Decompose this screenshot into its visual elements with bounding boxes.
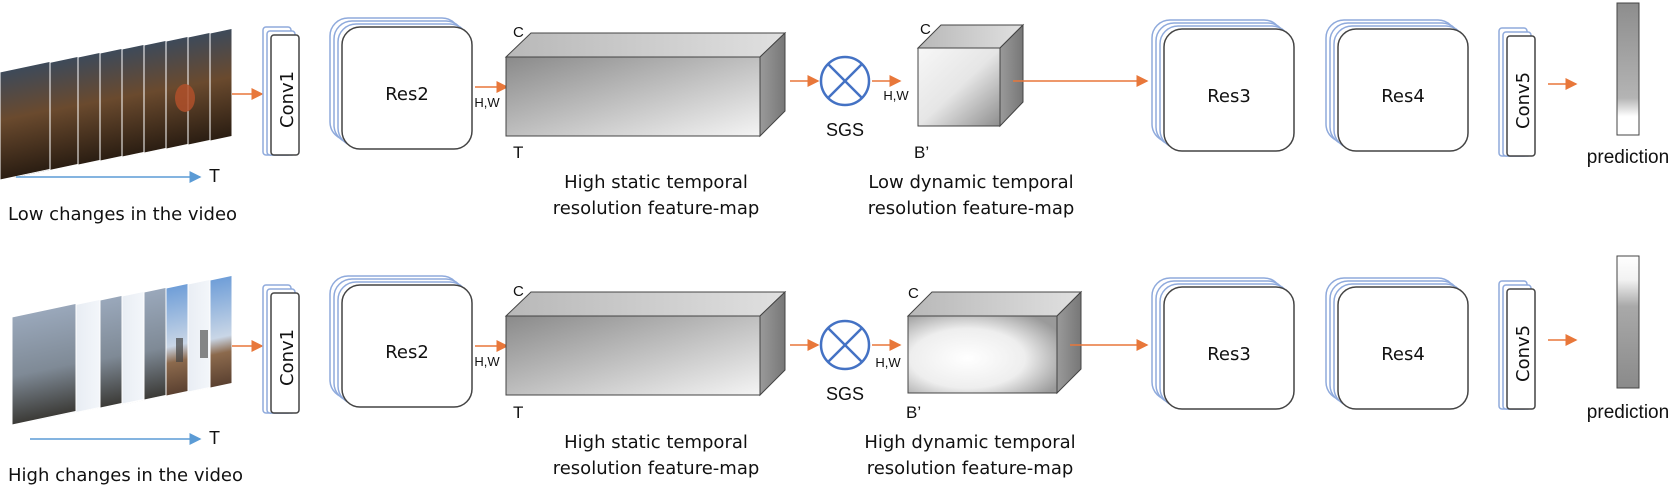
- hw-label: H,W: [474, 95, 500, 110]
- b-label: B’: [914, 143, 929, 162]
- dynamic-feature-map: [906, 290, 1083, 395]
- dynamic-map-caption-line1: High dynamic temporal: [864, 432, 1075, 453]
- prediction-label: prediction: [1587, 402, 1669, 423]
- b-label: B’: [906, 403, 921, 422]
- conv1-block: Conv1: [262, 284, 300, 414]
- res3-label: Res3: [1207, 86, 1251, 107]
- res2-block: Res2: [329, 275, 473, 408]
- conv5-label: Conv5: [1513, 325, 1534, 382]
- conv1-block: Conv1: [262, 26, 300, 156]
- res4-label: Res4: [1381, 86, 1425, 107]
- row-bottom: T High changes in the video Conv1 Res2 H…: [8, 255, 1669, 486]
- input-caption: Low changes in the video: [8, 204, 237, 225]
- sgs-label: SGS: [826, 384, 864, 404]
- dynamic-map-caption-line1: Low dynamic temporal: [868, 172, 1073, 193]
- input-frames-high-change: [11, 274, 233, 426]
- time-axis-label: T: [209, 428, 220, 448]
- res3-label: Res3: [1207, 344, 1251, 365]
- conv5-block: Conv5: [1498, 280, 1536, 410]
- prediction-bar: [1616, 2, 1640, 136]
- dynamic-feature-map: [916, 23, 1025, 128]
- dynamic-map-caption-line2: resolution feature-map: [868, 198, 1075, 219]
- channel-label: C: [908, 285, 919, 302]
- channel-label: C: [513, 283, 524, 300]
- row-top: T Low changes in the video Conv1 Res2 H,…: [0, 2, 1669, 225]
- conv5-label: Conv5: [1513, 72, 1534, 129]
- res4-block: Res4: [1325, 277, 1469, 410]
- hw-label: H,W: [474, 354, 500, 369]
- static-map-caption-line2: resolution feature-map: [553, 198, 760, 219]
- sgs-icon: [819, 319, 871, 371]
- res3-block: Res3: [1151, 19, 1295, 152]
- res4-label: Res4: [1381, 344, 1425, 365]
- res3-block: Res3: [1151, 277, 1295, 410]
- hw-label: H,W: [875, 355, 901, 370]
- channel-label: C: [513, 24, 524, 41]
- res2-label: Res2: [385, 84, 429, 105]
- res4-block: Res4: [1325, 19, 1469, 152]
- sgs-label: SGS: [826, 120, 864, 140]
- input-caption: High changes in the video: [8, 465, 243, 486]
- static-map-caption-line1: High static temporal: [564, 432, 748, 453]
- input-frames-low-change: [0, 27, 233, 181]
- hw-label: H,W: [883, 88, 909, 103]
- time-label: T: [513, 403, 523, 422]
- time-axis-label: T: [209, 166, 220, 186]
- static-map-caption-line1: High static temporal: [564, 172, 748, 193]
- prediction-bar: [1616, 255, 1640, 389]
- channel-label: C: [920, 21, 931, 38]
- conv1-label: Conv1: [277, 71, 298, 128]
- res2-block: Res2: [329, 17, 473, 150]
- static-map-caption-line2: resolution feature-map: [553, 458, 760, 479]
- res2-label: Res2: [385, 342, 429, 363]
- sgs-icon: [819, 55, 871, 107]
- static-feature-map: [504, 31, 787, 138]
- prediction-label: prediction: [1587, 147, 1669, 168]
- conv5-block: Conv5: [1498, 27, 1536, 157]
- conv1-label: Conv1: [277, 329, 298, 386]
- time-label: T: [513, 143, 523, 162]
- static-feature-map: [504, 290, 787, 397]
- dynamic-map-caption-line2: resolution feature-map: [867, 458, 1074, 479]
